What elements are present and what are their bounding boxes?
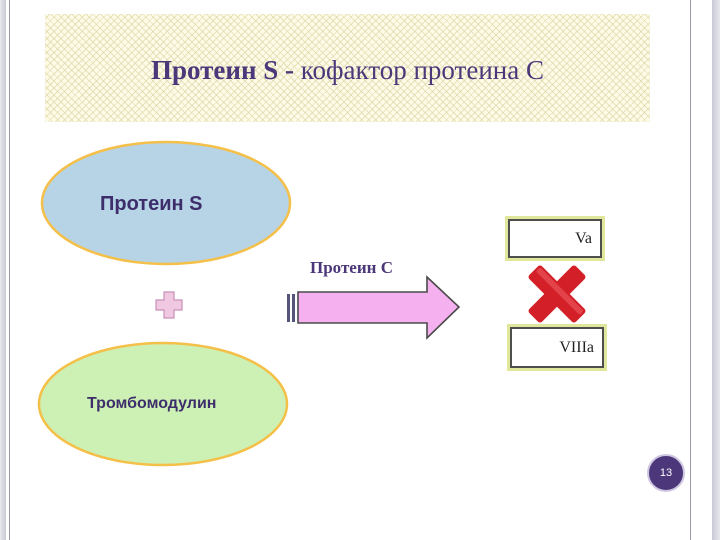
factor-va-label: Va (575, 229, 592, 247)
factor-viiia-box: VIIIa (510, 327, 604, 368)
title-box: Протеин S - кофактор протеина С (45, 14, 650, 122)
slide-frame-right (712, 0, 720, 540)
arrow-icon (287, 275, 461, 340)
factor-viiia-label: VIIIa (559, 338, 594, 356)
slide-frame-left-line (9, 0, 10, 540)
page-number: 13 (659, 467, 673, 479)
slide-frame-right-line (690, 0, 691, 540)
slide-frame-left (0, 0, 6, 540)
title-bold-part: Протеин S - (151, 54, 295, 85)
protein-s-label: Протеин S (100, 193, 203, 215)
protein-c-label: Протеин С (310, 258, 393, 277)
factor-va-box: Va (508, 219, 602, 258)
title-rest: кофактор протеина С (300, 54, 544, 85)
protein-s-ellipse (40, 140, 292, 266)
thrombomodulin-label: Тромбомодулин (87, 395, 217, 412)
thrombomodulin-ellipse (37, 341, 289, 467)
plus-icon (155, 291, 183, 319)
cross-icon (528, 265, 586, 323)
slide-title: Протеин S - кофактор протеина С (151, 55, 544, 86)
page-number-badge: 13 (647, 454, 685, 492)
